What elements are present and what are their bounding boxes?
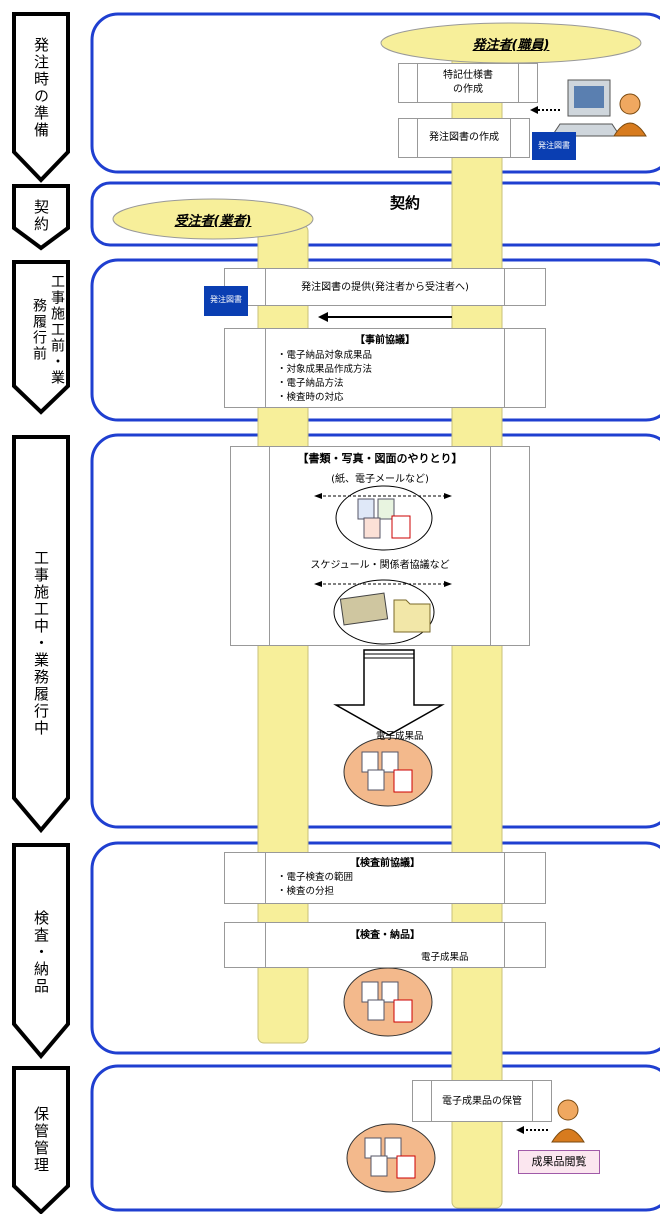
- pre-meeting-list: ・電子納品対象成果品 ・対象成果品作成方法 ・電子納品方法 ・検査時の対応: [277, 350, 373, 403]
- deliverable-label-1: 電子成果品: [376, 731, 424, 742]
- contract-label: 契約: [390, 194, 421, 212]
- stage-arrow-storage: [12, 1066, 70, 1214]
- inspect-pre-list: ・電子検査の範囲 ・検査の分担: [277, 872, 354, 897]
- stage-label-during: 工事施工中・業務履行中: [32, 549, 50, 737]
- orderer-label: 発注者(職員): [472, 38, 550, 53]
- pre-meeting-title: 【事前協議】: [355, 335, 415, 346]
- stage-arrow-contract: [12, 184, 70, 251]
- provide-box-label: 発注図書の提供(発注者から受注者へ): [301, 282, 469, 293]
- exchange-title: 【書類・写真・図面のやりとり】: [297, 452, 463, 465]
- stage-arrow-during: [12, 435, 70, 834]
- stage-label-inspect: 検査・納品: [32, 909, 50, 995]
- drawing-box: 発注図書の作成: [398, 118, 530, 158]
- stage-label-prep: 発注時の準備: [32, 37, 50, 139]
- computer-icon: [551, 79, 621, 137]
- order-docs-chip: 発注図書: [532, 132, 576, 160]
- storage-box-label: 電子成果品の保管: [442, 1096, 522, 1107]
- stage-label-pre: 工事施工前・業務履行前: [31, 274, 65, 386]
- person-icon-2: [551, 1099, 585, 1143]
- spec-box-label: 特記仕様書 の作成: [443, 70, 493, 95]
- inspect-box: 【検査・納品】 電子成果品: [224, 922, 546, 968]
- storage-box: 電子成果品の保管: [412, 1080, 552, 1122]
- stage-arrow-pre: [12, 260, 70, 415]
- stage-arrow-prep: [12, 12, 70, 183]
- contractor-label: 受注者(業者): [174, 214, 252, 229]
- pre-meeting-box: 【事前協議】 ・電子納品対象成果品 ・対象成果品作成方法 ・電子納品方法 ・検査…: [224, 328, 546, 408]
- stage-label-contract: 契約: [32, 199, 50, 233]
- stage-label-storage: 保管管理: [32, 1106, 50, 1174]
- person-icon: [613, 93, 647, 137]
- inspect-pre-title: 【検査前協議】: [350, 858, 420, 869]
- exchange-sub: (紙、電子メールなど): [331, 474, 429, 485]
- browse-label: 成果品閲覧: [518, 1150, 600, 1174]
- drawing-box-label: 発注図書の作成: [429, 132, 499, 143]
- inspect-title: 【検査・納品】: [350, 930, 420, 941]
- deliverable-label-2: 電子成果品: [421, 952, 469, 963]
- spec-box: 特記仕様書 の作成: [398, 63, 538, 103]
- order-docs-chip-2: 発注図書: [204, 286, 248, 316]
- stage-arrow-inspect: [12, 843, 70, 1060]
- contractor-ellipse: [112, 198, 314, 240]
- inspect-pre-box: 【検査前協議】 ・電子検査の範囲 ・検査の分担: [224, 852, 546, 904]
- provide-box: 発注図書の提供(発注者から受注者へ): [224, 268, 546, 306]
- exchange-sub2: スケジュール・関係者協議など: [310, 560, 450, 571]
